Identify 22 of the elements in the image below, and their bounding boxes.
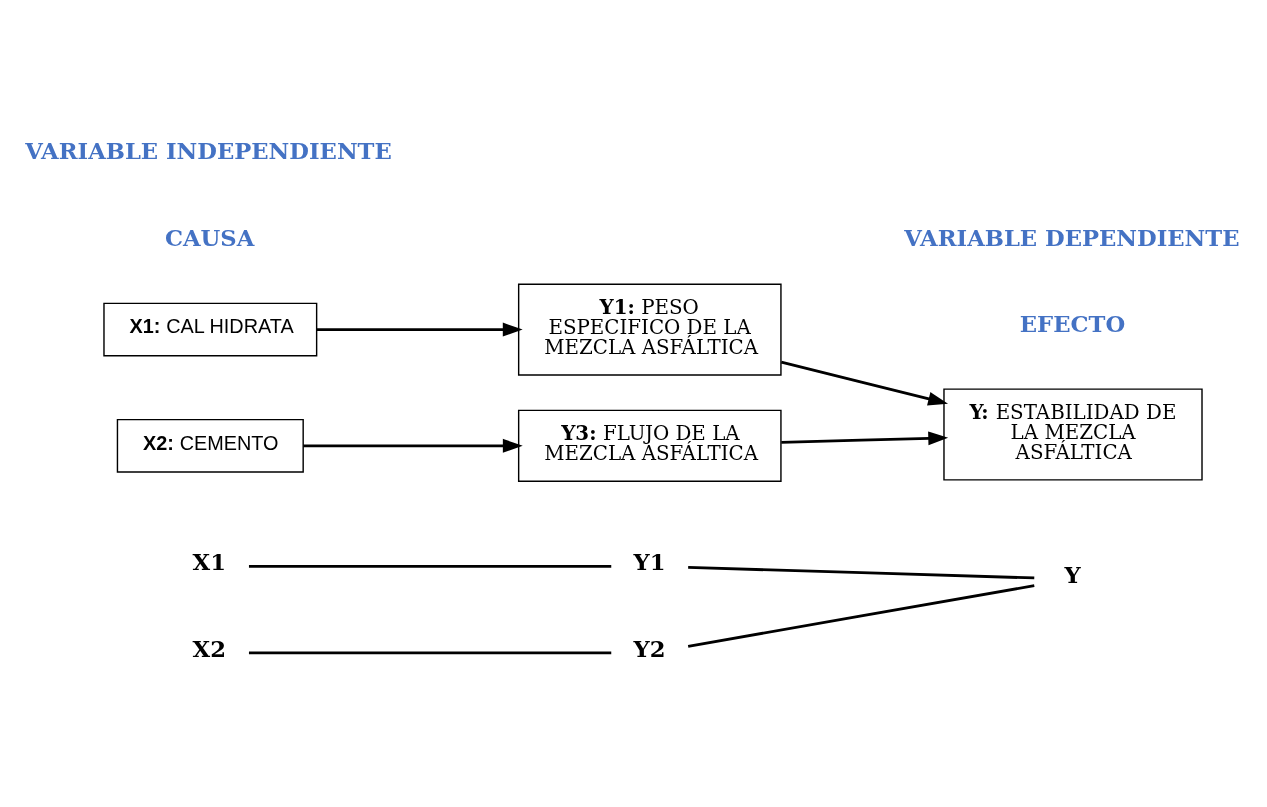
- label: EFECTO: [1019, 310, 1126, 337]
- label: VARIABLE DEPENDIENTE: [904, 224, 1240, 251]
- connector: [248, 564, 612, 568]
- node-box: Y3: FLUJO DE LA MEZCLA ASFÁLTICA: [517, 409, 782, 482]
- node-text: X2: [192, 635, 226, 662]
- node-box: Y: ESTABILIDAD DE LA MEZCLA ASFÁLTICA: [943, 387, 1203, 481]
- label: CAUSA: [164, 224, 255, 251]
- node-text: Y1: [633, 548, 666, 575]
- node-box: X1: CAL HIDRATA: [103, 302, 318, 356]
- label: VARIABLE INDEPENDIENTE: [25, 137, 392, 164]
- node-box: X2: CEMENTO: [116, 418, 304, 473]
- arrow: [316, 322, 523, 337]
- arrow: [781, 430, 949, 445]
- node-text: X1: [192, 548, 226, 575]
- arrow: [781, 360, 949, 406]
- node-text: Y2: [633, 635, 666, 662]
- node-text: Y: [1064, 561, 1081, 588]
- connector: [688, 565, 1035, 579]
- connector: [248, 650, 612, 654]
- arrow: [303, 438, 523, 453]
- connector: [687, 583, 1035, 648]
- node-box: Y1: PESO ESPECIFICO DE LA MEZCLA ASFÁLTICA: [517, 283, 782, 376]
